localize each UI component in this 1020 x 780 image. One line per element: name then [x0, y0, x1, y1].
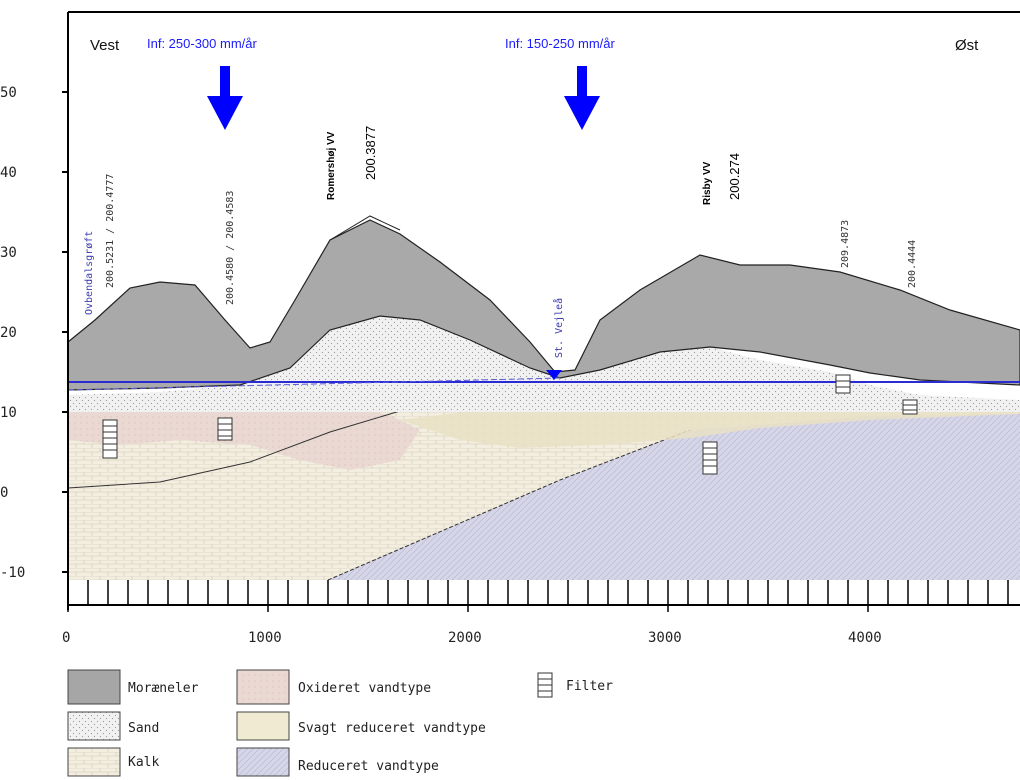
stream-marker-icon: [546, 370, 562, 380]
legend-label: Moræneler: [128, 681, 199, 696]
west-label: Vest: [90, 37, 120, 54]
legend-swatch-oxideret: [236, 669, 290, 705]
filter-icon: [835, 374, 851, 394]
legend-swatch-svagt-reduceret: [236, 711, 290, 741]
legend-label: Filter: [566, 679, 613, 694]
legend-label: Sand: [128, 721, 159, 736]
x-tick-label: 1000: [248, 630, 282, 646]
legend-swatch-reduceret: [236, 747, 290, 777]
legend-swatch-sand: [67, 711, 121, 741]
x-axis-ticks: [67, 580, 1009, 612]
well-id-risby: 200.274: [727, 153, 742, 200]
legend-label: Svagt reduceret vandtype: [298, 721, 486, 736]
y-tick-label: -10: [0, 565, 25, 581]
infiltration-label-west: Inf: 250-300 mm/år: [147, 36, 257, 51]
legend-label: Oxideret vandtype: [298, 681, 431, 696]
legend-label: Kalk: [128, 755, 159, 770]
east-label: Øst: [955, 37, 979, 54]
legend-swatch-moraeneler: [67, 669, 121, 705]
y-tick-label: 10: [0, 405, 17, 421]
x-tick-label: 3000: [648, 630, 682, 646]
sand-layer: [68, 316, 1020, 412]
infiltration-label-east: Inf: 150-250 mm/år: [505, 36, 615, 51]
borehole-label: 209.4873: [840, 220, 851, 268]
filter-icon: [102, 419, 118, 459]
stream-label-ovbendalsgroft: Ovbendalsgrøft: [84, 231, 95, 315]
borehole-label: 200.4580 / 200.4583: [225, 191, 236, 305]
y-tick-label: 30: [0, 245, 17, 261]
borehole-label: 200.4444: [907, 240, 918, 288]
down-arrow-icon: [207, 66, 243, 130]
moraeneler-layer: [67, 219, 1020, 391]
down-arrow-icon: [564, 66, 600, 130]
oxideret-zone: [68, 405, 420, 470]
filter-icon: [902, 399, 918, 415]
legend: Moræneler Oxideret vandtype Filter Sand …: [67, 669, 613, 777]
borehole-label: 200.5231 / 200.4777: [105, 174, 116, 288]
legend-label: Reduceret vandtype: [298, 759, 439, 774]
well-name-romershoj: Romershøj VV: [326, 131, 337, 200]
y-tick-label: 0: [0, 485, 8, 501]
filter-icon: [702, 441, 718, 475]
x-tick-label: 4000: [848, 630, 882, 646]
x-tick-label: 2000: [448, 630, 482, 646]
well-name-risby: Risby VV: [702, 161, 713, 205]
reduceret-zone: [328, 414, 1020, 580]
legend-swatch-kalk: [67, 747, 121, 777]
y-tick-label: 20: [0, 325, 17, 341]
y-tick-label: 40: [0, 165, 17, 181]
x-tick-label: 0: [62, 630, 70, 646]
filter-icon: [537, 672, 553, 698]
well-id-romershoj: 200.3877: [363, 126, 378, 180]
stream-label-st-vejlea: St. Vejleå: [552, 298, 565, 358]
y-tick-label: 50: [0, 85, 17, 101]
filter-icon: [217, 417, 233, 441]
